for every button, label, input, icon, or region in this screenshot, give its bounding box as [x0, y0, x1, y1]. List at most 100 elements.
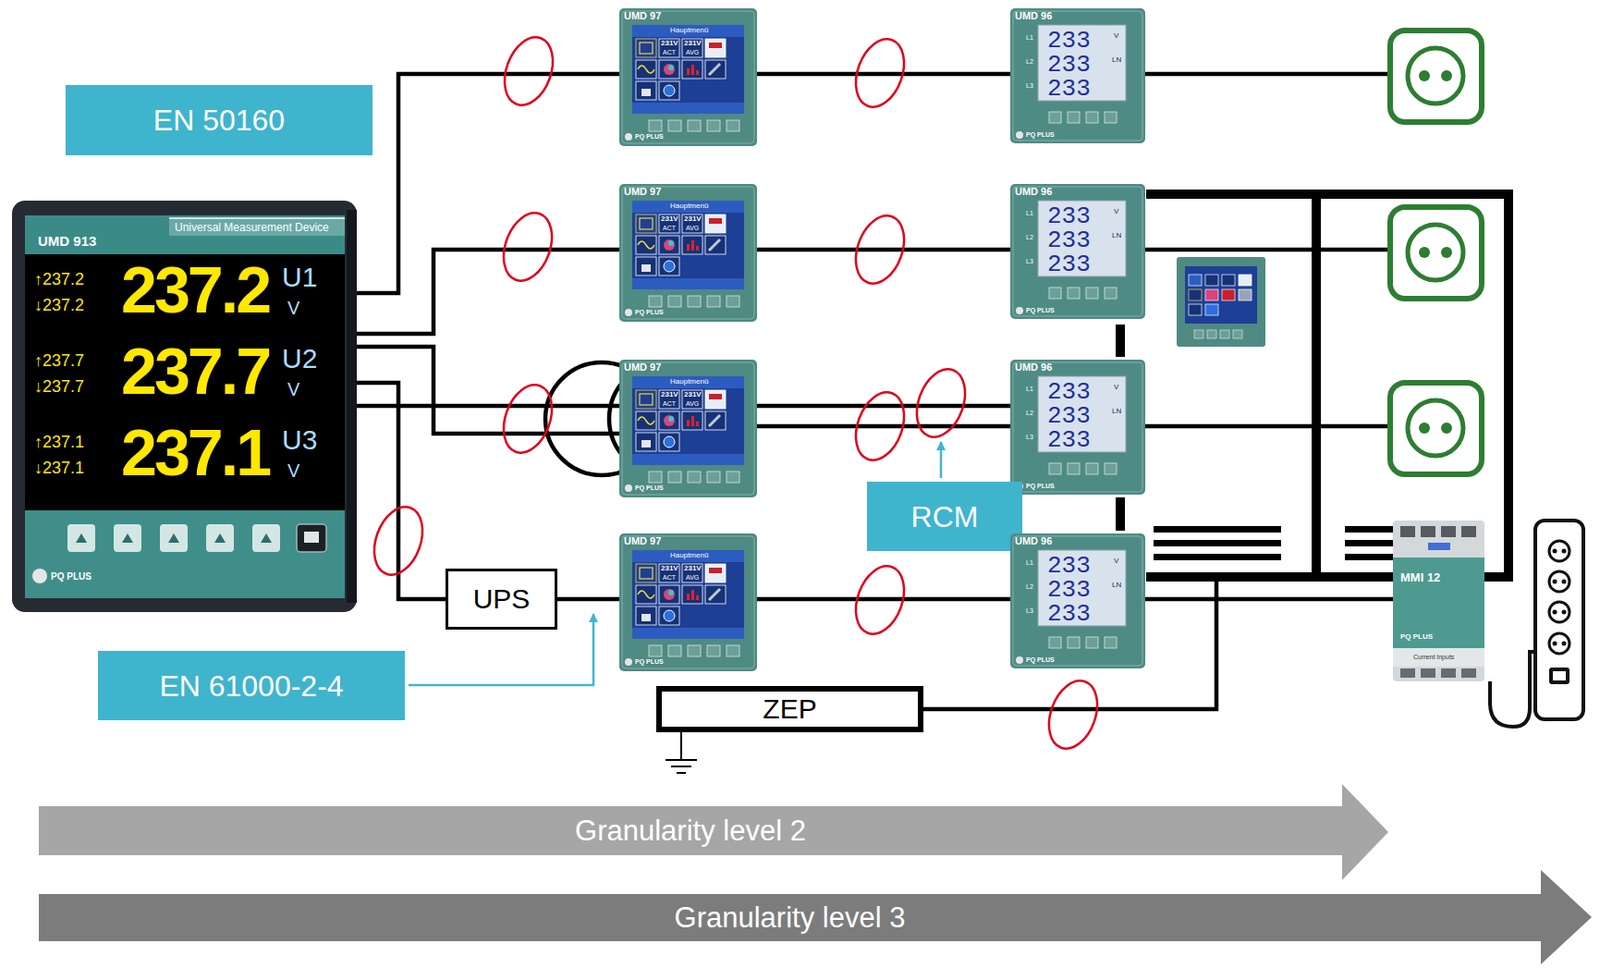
screen-tag: AVG	[685, 224, 699, 232]
device-button	[707, 120, 721, 132]
screen-tag: ACT	[662, 224, 676, 232]
icon-mark	[663, 436, 675, 448]
screen-title: Hauptmenü	[670, 26, 709, 35]
screen-tag: AVG	[685, 48, 699, 56]
device-button	[1049, 463, 1062, 475]
icon-mark	[637, 590, 655, 599]
device-button	[1104, 111, 1117, 123]
terminal-block	[1400, 668, 1416, 678]
strip-outlet	[1549, 633, 1570, 654]
icon-mark	[696, 245, 699, 251]
max-reading: ↑237.2	[34, 270, 85, 288]
icon-mark	[641, 264, 651, 272]
arrow-text-area: Granularity level 2	[38, 806, 1343, 855]
device-bezel	[622, 186, 755, 319]
device-button	[707, 645, 721, 657]
box-label: RCM	[911, 501, 979, 532]
phase-label: L3	[1025, 257, 1034, 265]
device-button	[1086, 111, 1099, 123]
icon-mark	[663, 63, 675, 75]
screen-tag: AVG	[685, 574, 699, 581]
measuring-point	[907, 362, 974, 444]
icon-mark	[637, 65, 655, 74]
meter-device: UMD 96L1L2L3233233233VLNPQ PLUS	[1010, 8, 1146, 144]
socket-pin	[1418, 70, 1430, 82]
standard-label-box: EN 50160	[65, 85, 373, 156]
unit-label: V	[1113, 32, 1119, 40]
icon-mark	[637, 416, 655, 425]
screen-icon	[659, 38, 680, 58]
granularity-arrow: Granularity level 3	[38, 869, 1594, 965]
icon-mark	[708, 63, 721, 75]
unit-label: V	[287, 379, 300, 399]
device-button	[1220, 329, 1230, 339]
screen-icon	[659, 432, 680, 452]
device-button	[648, 120, 662, 132]
phase-label: L2	[1025, 583, 1034, 590]
device-screen	[632, 24, 745, 114]
button-arrow	[168, 533, 180, 543]
screen-icon	[1221, 274, 1235, 286]
power-line	[757, 247, 1011, 253]
device-button	[1067, 636, 1080, 648]
icon-mark	[686, 68, 690, 75]
screen-footer	[632, 453, 745, 465]
box-label: UPS	[473, 585, 531, 613]
device-button	[726, 471, 740, 483]
screen-icon	[635, 214, 657, 233]
device-button	[1104, 636, 1117, 648]
measuring-point	[846, 385, 913, 467]
icon-mark	[663, 239, 675, 251]
lcd-reading: 233	[1047, 403, 1091, 428]
unit-label: LN	[1111, 407, 1122, 416]
screen-icon	[659, 411, 680, 430]
screen-icon	[659, 256, 680, 276]
box-label: EN 50160	[153, 105, 285, 135]
bus-bar-short	[1153, 525, 1282, 533]
screen-header	[632, 376, 745, 389]
icon-mark	[641, 88, 651, 97]
screen-tag: AVG	[685, 400, 699, 407]
bus-bar-short	[1153, 539, 1282, 547]
device-model: UMD 96	[1014, 362, 1052, 373]
header-strip	[169, 218, 345, 236]
screen-icon	[1188, 304, 1202, 316]
device-housing	[1010, 183, 1146, 319]
device-housing	[619, 8, 758, 147]
screen-icon	[659, 585, 680, 604]
device-bezel	[1013, 362, 1143, 492]
screen-icon	[682, 411, 703, 430]
device-button	[1086, 636, 1099, 648]
icon-mark	[639, 218, 653, 230]
device-button	[1086, 463, 1099, 475]
voltage-reading: 237.1	[121, 420, 269, 486]
terminal-block	[1461, 525, 1477, 538]
button-arrow	[122, 533, 134, 543]
lcd-reading: 233	[1047, 76, 1091, 101]
socket-outlet	[1390, 30, 1482, 123]
phase-label: L2	[1025, 58, 1034, 65]
screen-icon	[705, 38, 726, 58]
icon-mark	[696, 421, 699, 427]
unit-label: V	[1113, 383, 1119, 391]
strip-outlet	[1549, 540, 1570, 562]
bus-bar-short	[1344, 525, 1393, 533]
icon-mark	[696, 595, 699, 600]
screen-header	[632, 549, 745, 562]
strip-pin	[1562, 610, 1567, 615]
icon-mark	[663, 588, 675, 600]
leader-arrow	[940, 441, 943, 478]
measuring-point	[846, 32, 913, 114]
device-button	[707, 295, 721, 307]
device-button	[687, 471, 701, 483]
screen-icon	[635, 432, 657, 452]
device-button	[1049, 111, 1062, 123]
icon-mark	[686, 419, 690, 427]
terminal-block	[1420, 668, 1436, 678]
screen-footer	[632, 627, 745, 639]
icon-mark	[639, 42, 653, 54]
busbar	[1146, 189, 1514, 199]
max-reading: ↑237.1	[34, 433, 85, 451]
icon-mark	[663, 85, 675, 97]
